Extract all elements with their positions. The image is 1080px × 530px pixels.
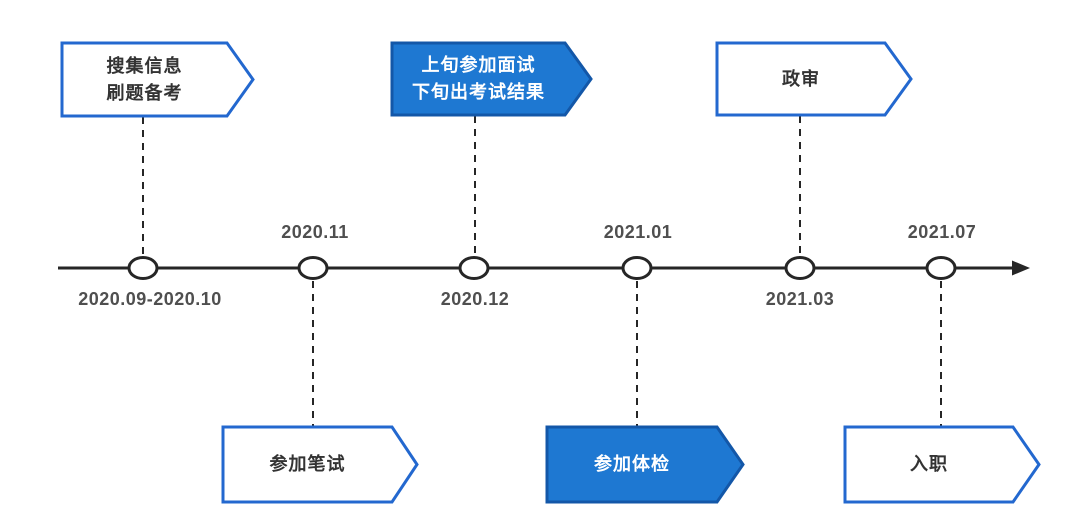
- banner-physical-exam: 参加体检: [547, 427, 717, 502]
- timeline-node: [458, 256, 490, 280]
- banner-written-test-shape: [221, 425, 419, 504]
- date-label: 2021.07: [907, 222, 977, 242]
- banner-political-review-shape: [715, 41, 913, 117]
- banner-onboarding-line1: 入职: [910, 454, 948, 474]
- timeline-arrowhead-icon: [1012, 260, 1030, 276]
- date-label: 2020.11: [281, 222, 349, 242]
- banner-collect-info: 搜集信息 刷题备考: [62, 43, 227, 116]
- banner-interview-result-line2: 下旬出考试结果: [412, 82, 545, 102]
- banner-physical-exam-shape: [545, 425, 745, 504]
- banner-physical-exam-line1: 参加体检: [594, 454, 670, 474]
- banner-onboarding: 入职: [845, 427, 1013, 502]
- banner-interview-result-line1: 上旬参加面试: [421, 55, 536, 75]
- date-label: 2020.12: [440, 289, 510, 309]
- date-label: 2021.01: [603, 222, 673, 242]
- banner-collect-info-shape: [60, 41, 255, 118]
- timeline-node: [127, 256, 159, 280]
- date-label: 2021.03: [765, 289, 835, 309]
- banner-collect-info-line2: 刷题备考: [106, 82, 183, 103]
- banner-interview-result: 上旬参加面试 下旬出考试结果: [392, 43, 565, 115]
- banner-political-review: 政审: [717, 43, 885, 115]
- date-label: 2020.09-2020.10: [78, 289, 222, 309]
- banner-written-test: 参加笔试: [223, 427, 392, 502]
- timeline-node: [925, 256, 957, 280]
- banner-political-review-line1: 政审: [782, 68, 820, 89]
- banner-onboarding-shape: [843, 425, 1041, 504]
- banner-interview-result-shape: [390, 41, 593, 117]
- banner-written-test-line1: 参加笔试: [269, 454, 346, 474]
- timeline-node: [784, 256, 816, 280]
- timeline-node: [297, 256, 329, 280]
- timeline-node: [621, 256, 653, 280]
- banner-collect-info-line1: 搜集信息: [106, 55, 183, 76]
